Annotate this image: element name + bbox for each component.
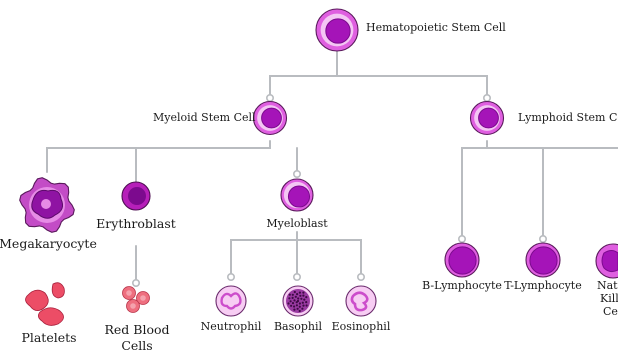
connector-node (540, 236, 546, 242)
natural-killer-cell-icon (596, 244, 618, 278)
eosinophil-icon (346, 286, 376, 316)
cell-icons (20, 9, 618, 325)
red-blood-cells-icon (123, 287, 150, 313)
platelets-icon (26, 283, 65, 326)
t-lymphocyte-icon (526, 243, 560, 277)
neutrophil-label: Neutrophil (201, 320, 262, 333)
myeloid-stem-cell-label: Myeloid Stem Cell (153, 111, 256, 124)
red-blood-cells-label-line2: Cells (121, 338, 152, 353)
connector-node (228, 274, 234, 280)
connector-node (484, 95, 490, 101)
natural-killer-label-line2: Killi (600, 292, 618, 305)
neutrophil-icon (216, 286, 246, 316)
eosinophil-label: Eosinophil (332, 320, 391, 333)
basophil-label: Basophil (274, 320, 322, 333)
connector-node (267, 95, 273, 101)
b-lymphocyte-icon (445, 243, 479, 277)
stem-cell-icon (316, 9, 358, 51)
connector-line (462, 141, 487, 239)
lymphoid-stem-cell-icon (471, 102, 504, 135)
t-lymphocyte-label: T-Lymphocyte (504, 279, 581, 292)
hematopoietic-stem-cell-label: Hematopoietic Stem Cell (366, 21, 506, 34)
lymphoid-stem-cell-label: Lymphoid Stem Cell (518, 111, 618, 124)
connector-line (47, 141, 270, 172)
connector-node (358, 274, 364, 280)
connector-node (459, 236, 465, 242)
myeloblast-label: Myeloblast (266, 217, 327, 230)
connector-line (231, 232, 297, 277)
connector-line (297, 240, 361, 277)
myeloid-stem-cell-icon (254, 102, 287, 135)
megakaryocyte-label: Megakaryocyte (0, 236, 97, 251)
connector-line (337, 76, 487, 98)
natural-killer-label-line3: Cel (603, 305, 618, 318)
myeloblast-icon (281, 179, 313, 211)
b-lymphocyte-label: B-Lymphocyte (422, 279, 502, 292)
connector-node (294, 171, 300, 177)
erythroblast-label: Erythroblast (96, 216, 176, 231)
megakaryocyte-icon (20, 178, 75, 233)
connector-node (294, 274, 300, 280)
red-blood-cells-label-line1: Red Blood (104, 322, 169, 337)
connector-line (270, 50, 337, 98)
erythroblast-icon (122, 182, 150, 210)
basophil-icon (283, 286, 313, 316)
connector-node (133, 280, 139, 286)
natural-killer-label-line1: Natu (597, 279, 618, 292)
platelets-label: Platelets (21, 330, 76, 345)
